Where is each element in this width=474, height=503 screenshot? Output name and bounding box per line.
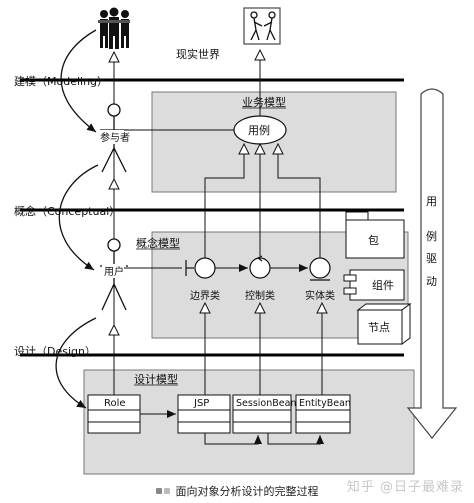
arrow-label-char: 例 — [426, 229, 437, 243]
boundary-class-label: 边界类 — [190, 289, 220, 302]
business-model-title: 业务模型 — [242, 95, 286, 109]
boundary-usecase-link — [204, 154, 245, 262]
trace-arrowhead — [108, 50, 120, 63]
realize-arrowhead — [254, 48, 266, 61]
component-label: 组件 — [372, 278, 394, 292]
class-box-entitybean: EntityBean — [295, 394, 351, 434]
stage-label-design: 设计（Design） — [14, 345, 96, 358]
user-label: 用户 — [104, 265, 124, 278]
use-case-driven-arrow — [406, 88, 458, 439]
package-label: 包 — [368, 234, 379, 247]
watermark: 知乎 @日子最难录 — [346, 480, 464, 495]
control-class-label: 控制类 — [245, 289, 275, 302]
design-curve-arrow — [55, 317, 97, 409]
class-name: JSP — [193, 398, 209, 409]
usecase-arrowhead — [238, 142, 250, 155]
figure-caption: 面向对象分析设计的完整过程 — [175, 484, 319, 498]
class-box-role: Role — [87, 394, 141, 434]
oo-analysis-design-diagram: 业务模型 概念模型 设计模型 现实世界 建模（Modeling） 概念（Conc… — [14, 7, 458, 475]
real-world-label: 现实世界 — [176, 47, 220, 61]
arrow-label-char: 驱 — [426, 252, 437, 265]
actor-label-bg — [102, 264, 126, 278]
modeling-curve-arrow — [60, 29, 97, 133]
entity-class-label: 实体类 — [305, 289, 335, 302]
participant-label: 参与者 — [100, 131, 130, 144]
figure-caption-row: 面向对象分析设计的完整过程 — [0, 478, 474, 503]
entity-class-icon — [309, 257, 331, 281]
trace-arrowhead — [108, 177, 120, 190]
conceptual-curve-arrow — [58, 164, 99, 271]
node-label: 节点 — [368, 321, 390, 334]
class-name: Role — [104, 398, 126, 409]
caption-square-icon — [155, 487, 170, 494]
entity-usecase-link — [277, 154, 321, 258]
use-case-label: 用例 — [248, 123, 270, 137]
trace-arrowhead — [254, 301, 266, 314]
trace-arrowhead — [316, 301, 328, 314]
trace-arrowhead — [199, 301, 211, 314]
people-group-icon — [98, 7, 130, 49]
actor-label-bg — [98, 130, 132, 144]
handshake-icon — [243, 7, 281, 45]
class-box-jsp: JSP — [177, 394, 231, 434]
stage-label-conceptual: 概念（Conceptual） — [14, 204, 120, 218]
arrow-label-char: 用 — [426, 195, 437, 208]
class-name: EntityBean — [299, 398, 351, 409]
component-icon — [343, 269, 405, 301]
sessionbean-entitybean-link — [267, 433, 324, 445]
package-icon — [345, 211, 405, 259]
trace-arrowhead — [108, 323, 120, 336]
class-box-sessionbean: SessionBean — [232, 394, 296, 434]
usecase-arrowhead — [254, 142, 266, 155]
usecase-arrowhead — [272, 142, 284, 155]
concept-model-title: 概念模型 — [136, 236, 180, 250]
class-name: SessionBean — [236, 398, 296, 409]
node-icon — [356, 303, 412, 345]
arrow-label-char: 动 — [426, 275, 437, 288]
jsp-sessionbean-link — [204, 433, 262, 445]
design-model-title: 设计模型 — [134, 372, 178, 386]
